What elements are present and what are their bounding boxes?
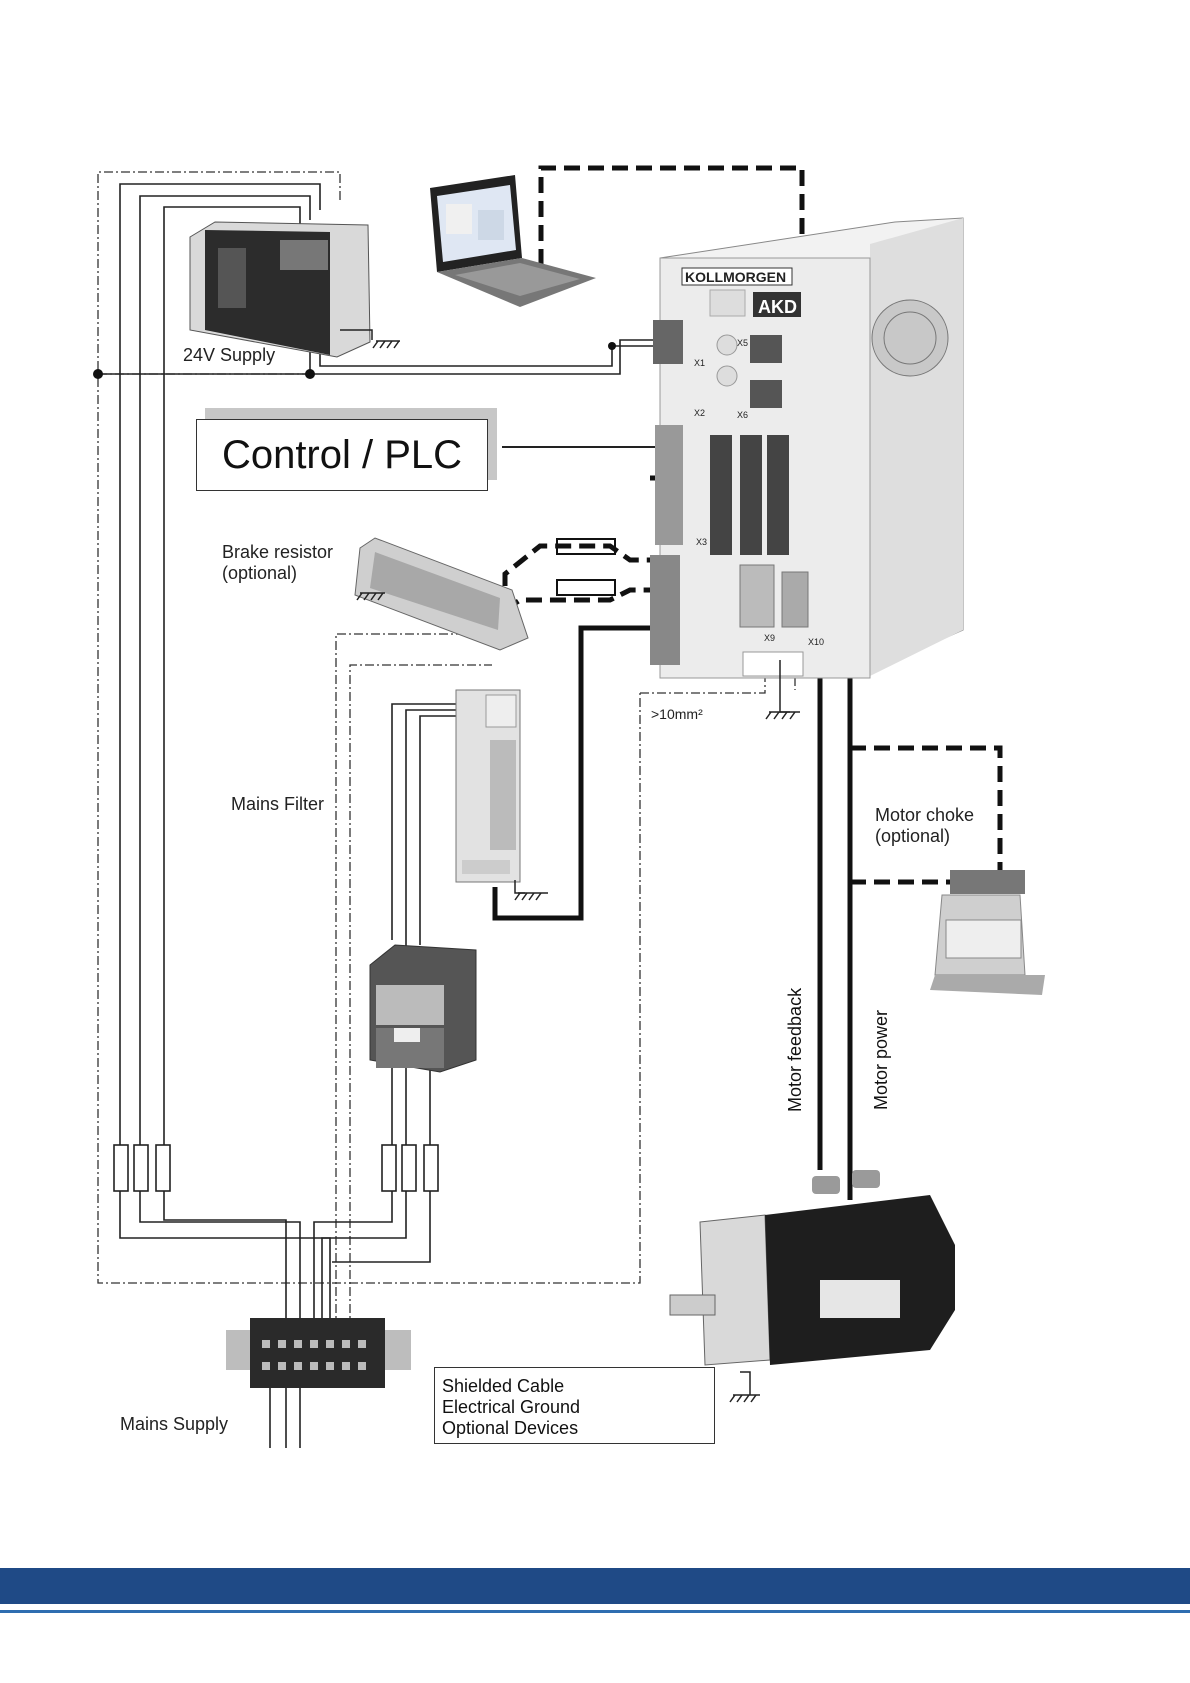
label-motor-feedback: Motor feedback bbox=[785, 988, 806, 1112]
connector-x6: X6 bbox=[737, 410, 748, 420]
legend-optional-devices: Optional Devices bbox=[442, 1418, 578, 1439]
drive-model: AKD bbox=[758, 297, 797, 317]
brake-resistor-device bbox=[355, 538, 528, 650]
drive-brand: KOLLMORGEN bbox=[685, 269, 786, 285]
legend-electrical-ground: Electrical Ground bbox=[442, 1397, 580, 1418]
fuses-right bbox=[382, 1145, 438, 1191]
ground-symbol-motor bbox=[730, 1372, 760, 1402]
fuses-left bbox=[114, 1145, 170, 1191]
connector-x2: X2 bbox=[694, 408, 705, 418]
label-brake-resistor: Brake resistor (optional) bbox=[222, 542, 333, 584]
connector-x10: X10 bbox=[808, 637, 824, 647]
label-motor-power: Motor power bbox=[871, 1010, 892, 1110]
laptop-icon bbox=[430, 175, 596, 307]
supply-24v-device bbox=[190, 222, 370, 357]
connector-x9: X9 bbox=[764, 633, 775, 643]
connector-x1: X1 bbox=[694, 358, 705, 368]
legend-box: Shielded Cable Electrical Ground Optiona… bbox=[434, 1367, 715, 1444]
label-motor-choke: Motor choke (optional) bbox=[875, 805, 974, 847]
connector-x3: X3 bbox=[696, 537, 707, 547]
control-plc-box: Control / PLC bbox=[196, 419, 488, 491]
servo-motor-device bbox=[670, 1170, 955, 1365]
footer-line bbox=[0, 1610, 1190, 1613]
legend-shielded-cable: Shielded Cable bbox=[442, 1376, 564, 1397]
power-wiring bbox=[98, 184, 660, 1448]
label-24v-supply: 24V Supply bbox=[183, 345, 275, 366]
motor-choke-device bbox=[930, 870, 1045, 995]
label-mains-supply: Mains Supply bbox=[120, 1414, 228, 1435]
label-ground-size: >10mm² bbox=[651, 704, 703, 725]
akd-drive bbox=[650, 218, 963, 678]
mains-filter-device bbox=[456, 690, 520, 882]
mains-terminal-device bbox=[226, 1318, 411, 1388]
control-plc-label: Control / PLC bbox=[222, 433, 462, 478]
footer-bar bbox=[0, 1568, 1190, 1604]
label-mains-filter: Mains Filter bbox=[231, 794, 324, 815]
connector-x5: X5 bbox=[737, 338, 748, 348]
ground-symbol-filter bbox=[515, 880, 548, 900]
contactor-device bbox=[370, 945, 476, 1072]
